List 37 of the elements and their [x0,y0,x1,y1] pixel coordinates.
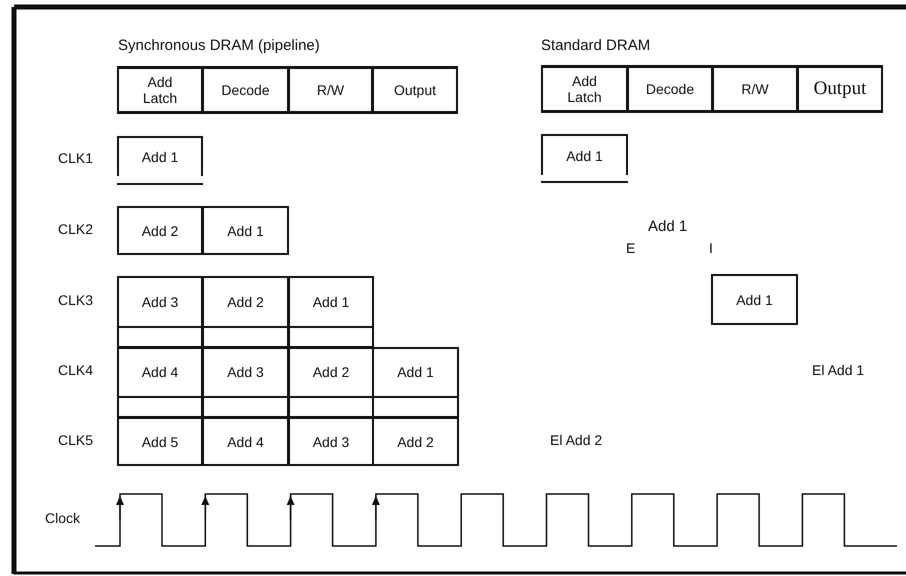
stage-header: R/W [288,66,373,114]
address-slot: Add 1 [202,206,289,255]
address-slot: Add 1 [541,134,628,175]
stage-header: Output [797,65,883,113]
address-text: Add 1 [648,218,688,235]
stage-header: R/W [712,65,798,113]
address-text: El Add 1 [812,362,864,378]
address-text: El Add 2 [550,432,602,448]
signal-name: Clock [45,510,80,526]
address-slot: Add 2 [372,417,459,466]
stage-header: Add Latch [117,66,203,114]
stage-header: Decode [202,66,289,114]
address-slot: Add 4 [117,347,203,418]
stage-marker: I [709,240,713,256]
address-slot: Add 3 [117,276,203,348]
address-slot: Add 1 [117,136,203,176]
stage-header: Output [372,66,458,114]
section-title: Synchronous DRAM (pipeline) [118,37,320,54]
address-slot: Add 2 [288,347,374,418]
address-slot: Add 1 [288,276,374,348]
address-slot: Add 3 [288,417,374,466]
clock-cycle-label: CLK4 [58,362,94,378]
address-slot: Add 3 [202,347,289,418]
address-slot: Add 1 [711,274,798,325]
address-slot: Add 5 [117,417,203,466]
clock-cycle-label: CLK1 [58,150,94,166]
stage-header: Add Latch [541,65,628,113]
address-slot: Add 4 [202,417,289,466]
clock-cycle-label: CLK3 [58,292,94,308]
clock-cycle-label: CLK2 [58,221,94,237]
address-slot: Add 1 [372,347,459,418]
stage-marker: E [626,240,636,256]
address-slot: Add 2 [202,276,289,348]
section-title: Standard DRAM [541,37,650,54]
stage-header: Decode [627,65,713,113]
address-slot: Add 2 [117,206,203,255]
clock-cycle-label: CLK5 [58,432,94,448]
